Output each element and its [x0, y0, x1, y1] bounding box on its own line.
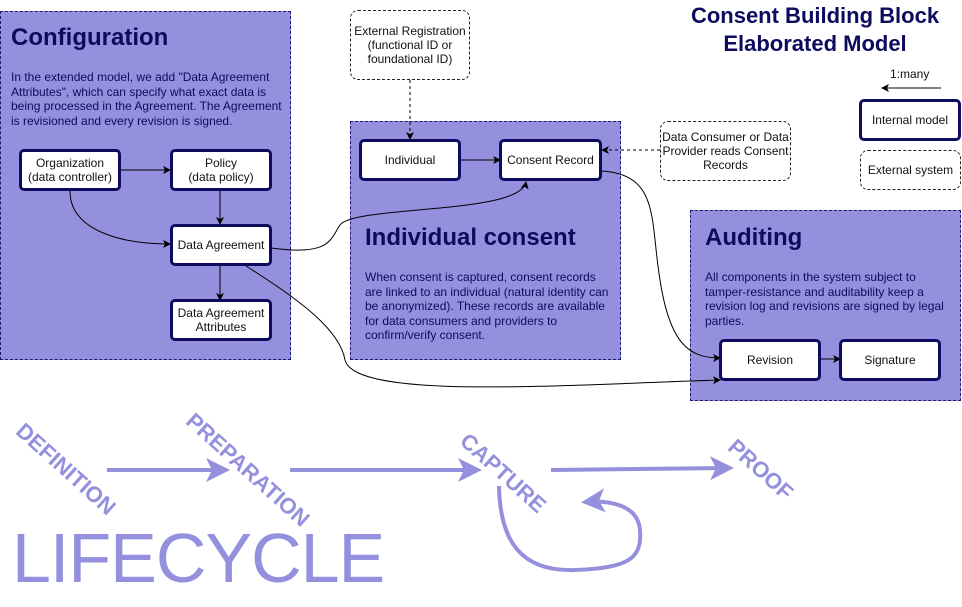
configuration-description: In the extended model, we add "Data Agre…: [11, 70, 282, 128]
auditing-description: All components in the system subject to …: [705, 270, 944, 328]
title-line-2: Elaborated Model: [723, 31, 907, 56]
node-organization[interactable]: Organization (data controller): [19, 149, 121, 191]
node-data-agreement[interactable]: Data Agreement: [170, 224, 272, 266]
node-individual[interactable]: Individual: [359, 139, 461, 181]
node-consent-record[interactable]: Consent Record: [499, 139, 602, 181]
lifecycle-label: LIFECYCLE: [12, 519, 385, 597]
node-signature[interactable]: Signature: [839, 339, 941, 381]
auditing-title: Auditing: [705, 224, 803, 251]
lifecycle-stage-proof: PROOF: [723, 434, 799, 505]
legend-internal-model: Internal model: [859, 99, 961, 141]
individual-consent-description: When consent is captured, consent record…: [365, 270, 609, 342]
lifecycle-stage-definition: DEFINITION: [11, 418, 121, 521]
node-revision[interactable]: Revision: [719, 339, 821, 381]
lifecycle-arrow-capture-proof: [550, 456, 734, 481]
title-line-1: Consent Building Block: [690, 3, 940, 28]
configuration-title: Configuration: [11, 24, 169, 51]
legend-external-system: External system: [860, 150, 961, 190]
individual-consent-title: Individual consent: [365, 224, 576, 251]
lifecycle-stage-capture: CAPTURE: [455, 428, 552, 518]
diagram-title: Consent Building Block Elaborated Model: [660, 2, 962, 58]
external-registration[interactable]: External Registration (functional ID or …: [350, 10, 470, 80]
external-data-consumer[interactable]: Data Consumer or Data Provider reads Con…: [660, 121, 791, 181]
node-data-agreement-attributes[interactable]: Data Agreement Attributes: [170, 299, 272, 341]
lifecycle-stage-preparation: PREPARATION: [181, 408, 315, 532]
legend-relation-label: 1:many: [890, 67, 930, 81]
node-policy[interactable]: Policy (data policy): [170, 149, 272, 191]
